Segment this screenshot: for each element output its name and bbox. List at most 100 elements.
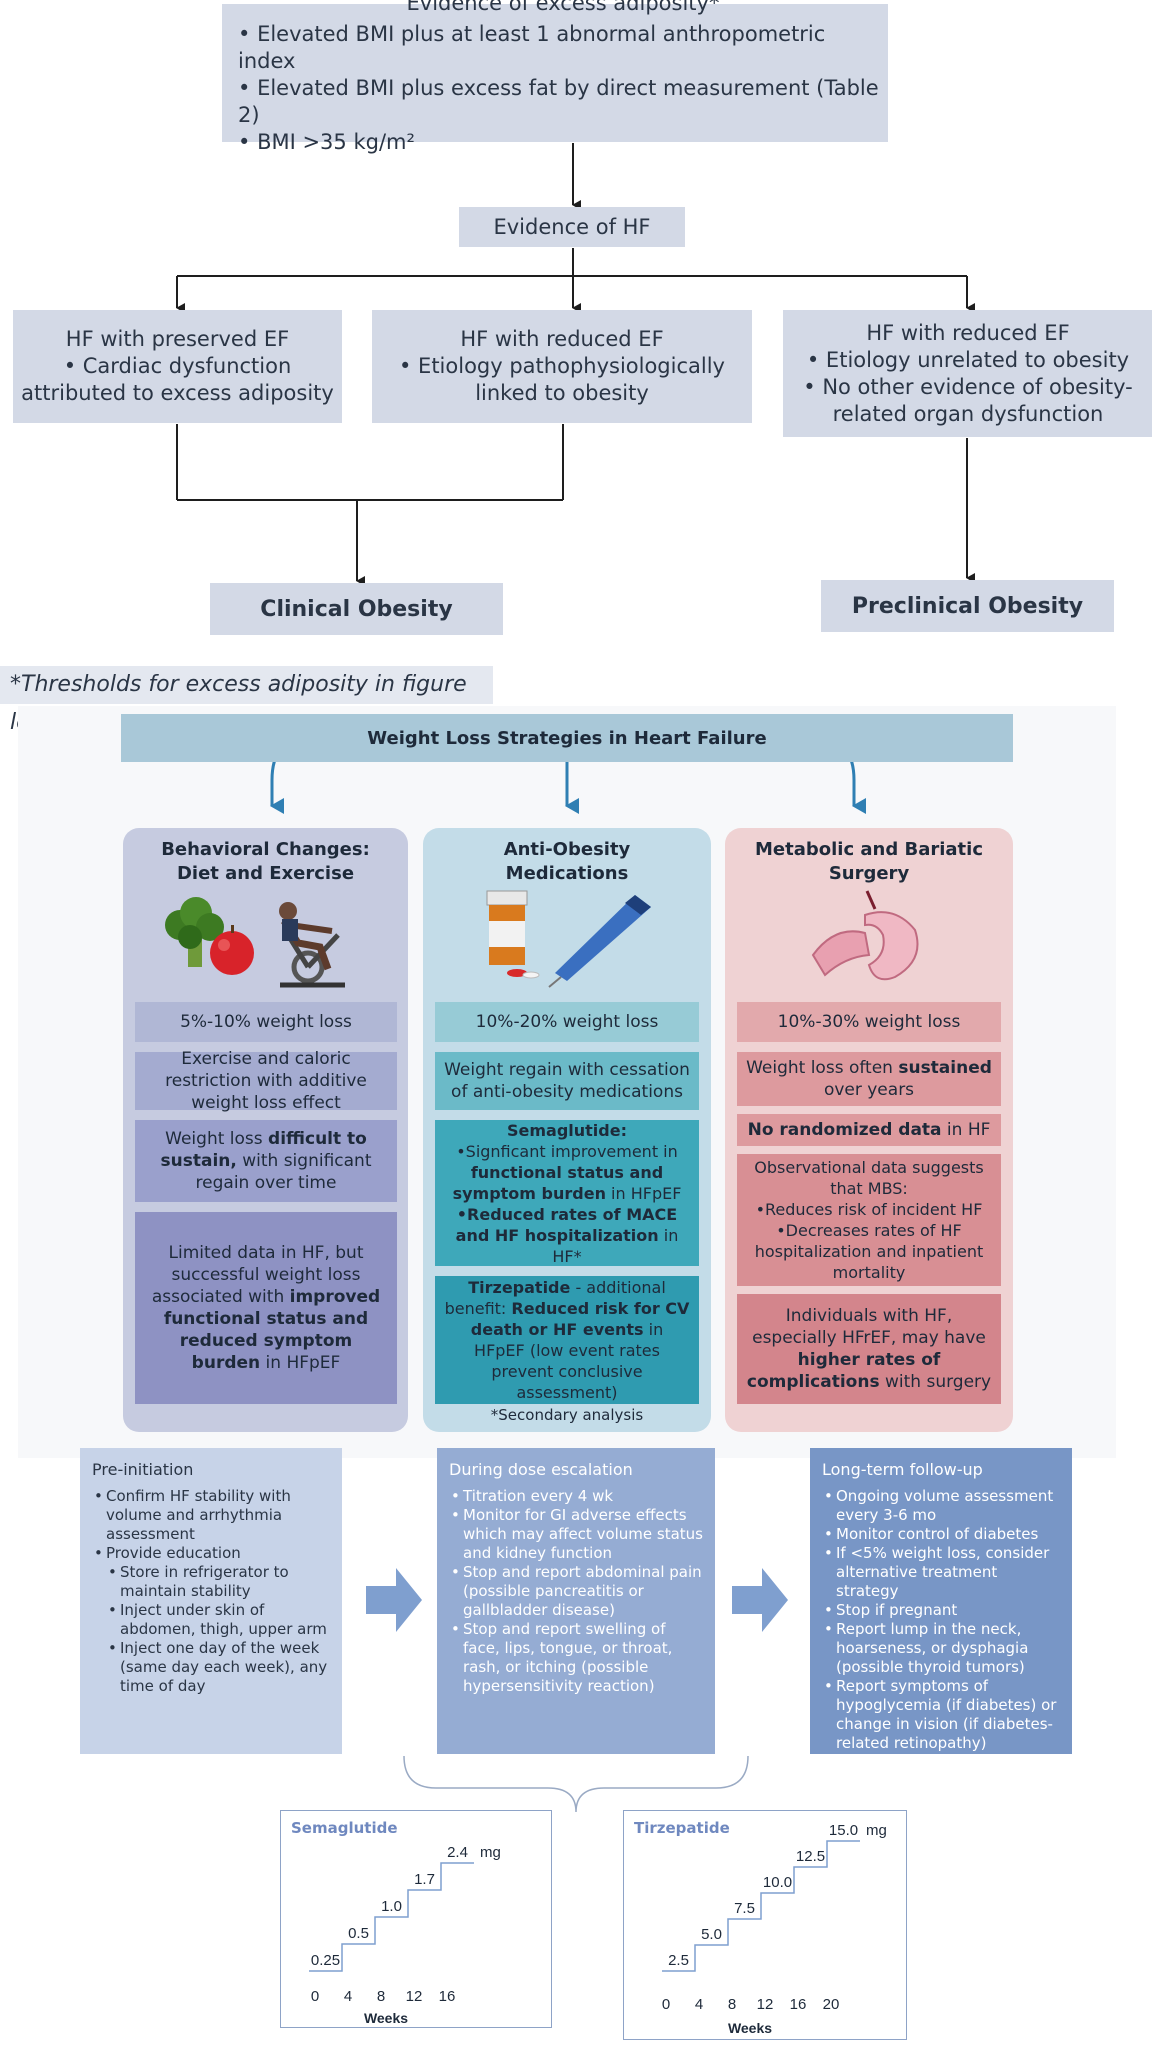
exercise-bike-icon [279,902,345,988]
strategies-banner: Weight Loss Strategies in Heart Failure [121,714,1013,762]
stomach-icon [811,890,919,981]
medications-title: Anti-Obesity Medications [423,838,711,886]
dose-step-line [662,1840,860,1972]
dose-label: 5.0 [701,1926,722,1943]
right-arrow-icon [366,1568,422,1632]
long-term-heading: Long-term follow-up [822,1460,983,1479]
surgery-box-5: Individuals with HF, especially HFrEF, m… [737,1294,1001,1404]
long-term-followup-box: Long-term follow-up Ongoing volume asses… [810,1448,1072,1754]
behavioral-weight-loss: 5%-10% weight loss [135,1002,397,1042]
medications-title-line1: Anti-Obesity [503,839,631,860]
x-tick-label: 4 [344,1988,352,2005]
branch-line: • Etiology unrelated to obesity [806,347,1130,372]
behavioral-box-4: Limited data in HF, but successful weigh… [135,1212,397,1404]
list-item: Stop and report abdominal pain (possible… [451,1563,703,1620]
semaglutide-chart-title: Semaglutide [291,1819,398,1837]
dose-unit-label: mg [480,1844,501,1861]
surgery-box-4: Observational data suggests that MBS: •R… [737,1154,1001,1286]
medications-title-line2: Medications [505,863,629,884]
hf-reduced-ef-unrelated-box: HF with reduced EF • Etiology unrelated … [783,310,1152,437]
x-tick-label: 0 [311,1988,319,2005]
evidence-hf-label: Evidence of HF [493,214,651,239]
dose-label: 0.25 [311,1952,340,1969]
list-item: Inject under skin of abdomen, thigh, upp… [108,1601,330,1639]
dose-label: 1.7 [414,1871,435,1888]
list-item: Ongoing volume assessment every 3-6 mo [824,1487,1060,1525]
x-tick-label: 16 [439,1988,456,2005]
behavioral-box-3: Weight loss difficult to sustain, with s… [135,1120,397,1202]
list-item: Titration every 4 wk [451,1487,703,1506]
list-item: Report lump in the neck, hoarseness, or … [824,1620,1060,1677]
medications-illustration [486,890,651,988]
evidence-hf-box: Evidence of HF [459,207,685,247]
diet-exercise-illustration [165,897,345,988]
list-item: Monitor control of diabetes [824,1525,1060,1544]
x-tick-label: 12 [757,1996,774,2013]
evidence-adiposity-title: Evidence of excess adiposity* [406,0,720,15]
branch-title: HF with preserved EF [65,327,290,351]
x-tick-label: 16 [790,1996,807,2013]
dose-label: 2.5 [668,1952,689,1969]
x-tick-label: 12 [406,1988,423,2005]
branch-line: • Cardiac dysfunction [63,354,292,378]
apple-icon [210,925,254,975]
dose-unit-label: mg [866,1822,887,1839]
preclinical-obesity-box: Preclinical Obesity [821,580,1114,632]
dose-label: 15.0 [829,1822,858,1839]
tirzepatide-chart-title: Tirzepatide [634,1819,730,1837]
flowchart-connectors [176,143,975,586]
hf-preserved-ef-box: HF with preserved EF • Cardiac dysfuncti… [13,310,342,423]
list-item: Provide education Store in refrigerator … [94,1544,330,1696]
clinical-obesity-label: Clinical Obesity [260,596,453,622]
x-tick-label: 8 [377,1988,385,2005]
dose-label: 2.4 [447,1844,468,1861]
evidence-adiposity-box: Evidence of excess adiposity* • Elevated… [222,0,888,154]
pre-initiation-box: Pre-initiation Confirm HF stability with… [80,1448,342,1754]
surgery-title-line2: Surgery [828,863,910,884]
dose-label: 7.5 [734,1900,755,1917]
secondary-analysis-note: *Secondary analysis [490,1406,644,1424]
list-item: Stop and report swelling of face, lips, … [451,1620,703,1696]
pill-bottle-icon [486,890,540,979]
adiposity-criterion: • Elevated BMI plus at least 1 abnormal … [238,22,826,73]
injection-pen-icon [548,895,651,988]
medications-weight-loss: 10%-20% weight loss [435,1002,699,1042]
behavioral-box-2: Exercise and caloric restriction with ad… [135,1049,397,1113]
behavioral-title-line2: Diet and Exercise [176,863,355,884]
list-item: Confirm HF stability with volume and arr… [94,1487,330,1544]
broccoli-icon [165,897,224,967]
dose-label: 1.0 [381,1898,402,1915]
stomach-illustration [811,890,919,981]
adiposity-criterion: • BMI >35 kg/m² [238,130,415,154]
branch-line: • Etiology pathophysiologically [398,354,725,378]
behavioral-title-line1: Behavioral Changes: [161,839,370,860]
surgery-title-line1: Metabolic and Bariatic [754,839,983,860]
x-tick-label: 4 [695,1996,703,2013]
x-axis-label: Weeks [364,2010,408,2026]
branch-line: • No other evidence of obesity- [803,374,1133,399]
branch-title: HF with reduced EF [866,320,1070,345]
x-tick-label: 20 [823,1996,840,2013]
list-item: Store in refrigerator to maintain stabil… [108,1563,330,1601]
list-item: Inject one day of the week (same day eac… [108,1639,330,1696]
dose-label: 10.0 [763,1874,792,1891]
hf-reduced-ef-linked-box: HF with reduced EF • Etiology pathophysi… [372,310,752,423]
x-axis-label: Weeks [728,2020,772,2036]
x-tick-label: 8 [728,1996,736,2013]
list-item: Monitor for GI adverse effects which may… [451,1506,703,1563]
branch-line: linked to obesity [475,381,649,405]
surgery-title: Metabolic and Bariatic Surgery [725,838,1013,886]
dose-escalation-box: During dose escalation Titration every 4… [437,1448,715,1754]
pre-initiation-heading: Pre-initiation [92,1460,194,1479]
adiposity-criterion: • Elevated BMI plus excess fat by direct… [238,76,879,127]
surgery-weight-loss: 10%-30% weight loss [737,1002,1001,1042]
list-item: If <5% weight loss, consider alternative… [824,1544,1060,1601]
list-item: Report symptoms of hypoglycemia (if diab… [824,1677,1060,1753]
adiposity-footnote: *Thresholds for excess adiposity in figu… [0,666,493,735]
behavioral-title: Behavioral Changes: Diet and Exercise [123,838,408,886]
